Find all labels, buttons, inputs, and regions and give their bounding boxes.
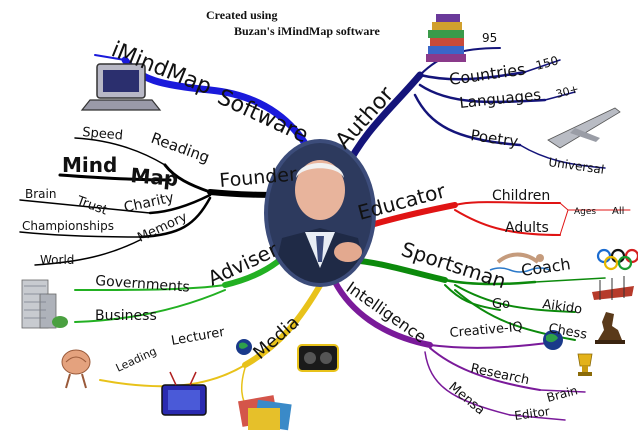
label-map: Map xyxy=(130,163,180,191)
label-aikido: Aikido xyxy=(541,297,583,317)
brain-figure-icon xyxy=(61,349,91,389)
label-children: Children xyxy=(492,188,550,204)
label-lecturer: Lecturer xyxy=(170,325,226,349)
label-150: 150 xyxy=(534,53,560,72)
label-all: All xyxy=(612,206,624,217)
trophy-icon xyxy=(577,353,593,376)
label-countries: Countries xyxy=(448,59,527,88)
label-mensa: Mensa xyxy=(445,380,487,419)
label-languages: Languages xyxy=(459,86,542,112)
label-adults: Adults xyxy=(505,220,549,236)
books-icon xyxy=(426,14,466,62)
laptop-icon xyxy=(80,63,162,111)
caption-line1: Created using xyxy=(206,8,278,22)
label-trust: Trust xyxy=(74,193,110,218)
label-editor: Editor xyxy=(513,404,550,423)
chess-piece-icon xyxy=(595,312,625,344)
label-brain: Brain xyxy=(25,187,56,201)
label-poetry: Poetry xyxy=(469,126,519,151)
globe-icon xyxy=(236,339,252,355)
tv-icon xyxy=(161,371,207,416)
magazines-icon xyxy=(238,395,292,431)
label-world: World xyxy=(40,253,74,267)
label-universal: Universal xyxy=(548,155,605,177)
label-governments: Governments xyxy=(95,273,190,296)
label-championships: Championships xyxy=(22,219,114,233)
rowing-icon xyxy=(592,276,634,300)
caption-line2: Buzan's iMindMap software xyxy=(234,24,380,38)
label-creative-iq: Creative-IQ xyxy=(449,320,523,341)
label-30: 30+ xyxy=(554,82,580,101)
label-ages: Ages xyxy=(574,207,596,217)
swimmer-icon xyxy=(489,252,551,273)
label-media: Media xyxy=(249,312,303,364)
branch-media xyxy=(99,279,325,413)
airplane-icon xyxy=(547,107,621,149)
label-leading: Leading xyxy=(114,345,159,375)
globe-icon xyxy=(543,330,563,350)
center-portrait xyxy=(264,139,376,287)
label-go: Go xyxy=(492,297,510,312)
label-chess: Chess xyxy=(547,321,588,343)
building-icon xyxy=(21,279,68,329)
branch-educator xyxy=(352,201,631,236)
label-95: 95 xyxy=(482,31,497,45)
label-research: Research xyxy=(469,361,530,388)
label-sportsman: Sportsman xyxy=(398,237,509,293)
label-brain-intelligence: Brain xyxy=(545,383,579,405)
label-software: Software xyxy=(213,85,311,149)
radio-icon xyxy=(297,344,339,372)
label-mind: Mind xyxy=(62,153,117,177)
label-speed: Speed xyxy=(82,125,124,143)
olympic-rings-icon xyxy=(596,248,638,271)
label-business: Business xyxy=(95,308,157,324)
label-charity: Charity xyxy=(123,190,176,216)
branch-intelligence xyxy=(332,279,586,421)
